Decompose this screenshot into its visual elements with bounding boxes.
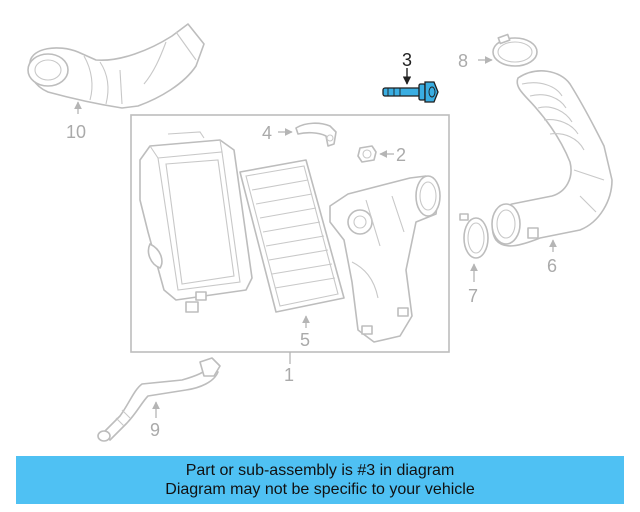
part-10-intake-duct[interactable] [27, 23, 205, 109]
callout-10: 10 [66, 122, 86, 142]
callout-6: 6 [547, 256, 557, 276]
callout-2: 2 [396, 145, 406, 165]
part-2-grommet[interactable] [357, 145, 377, 163]
part-7-clamp[interactable] [459, 213, 489, 259]
air-cleaner-housing[interactable] [139, 131, 253, 313]
part-4-bracket[interactable] [295, 122, 337, 147]
callout-8: 8 [458, 51, 468, 71]
callout-7: 7 [468, 286, 478, 306]
part-5-air-filter[interactable] [239, 159, 345, 313]
callout-1: 1 [284, 365, 294, 385]
part-8-clamp[interactable] [492, 33, 538, 67]
callout-4: 4 [262, 123, 272, 143]
parts-diagram: 10 3 8 6 [27, 23, 613, 442]
part-6-air-hose[interactable] [491, 70, 613, 247]
callout-9: 9 [150, 420, 160, 440]
part-9-vent-hose[interactable] [97, 357, 221, 442]
part-3-bolt[interactable] [382, 81, 439, 103]
info-banner: Part or sub-assembly is #3 in diagram Di… [16, 456, 624, 504]
callout-3: 3 [402, 50, 412, 70]
air-cleaner-cover[interactable] [329, 175, 441, 343]
callout-5: 5 [300, 330, 310, 350]
banner-line-2: Diagram may not be specific to your vehi… [165, 481, 475, 498]
banner-line-1: Part or sub-assembly is #3 in diagram [185, 462, 455, 479]
